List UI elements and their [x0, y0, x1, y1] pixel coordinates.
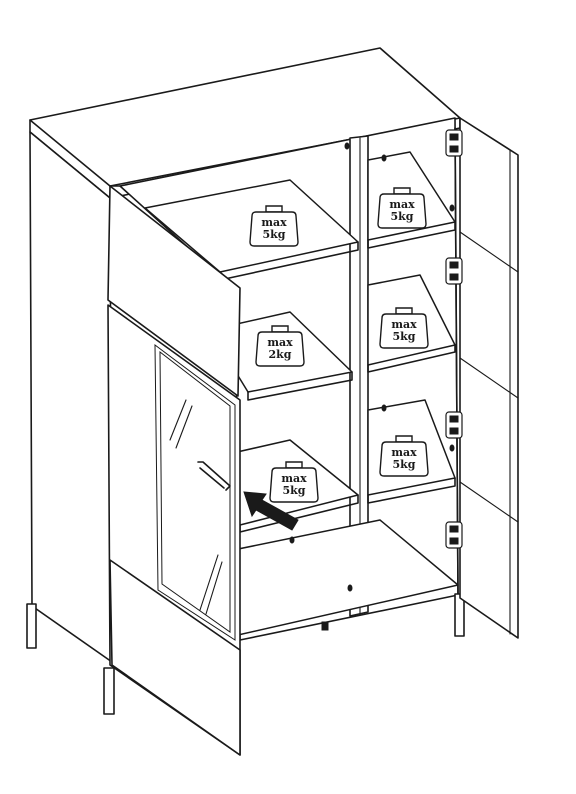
weight-icon-right-middle: max 5kg [379, 307, 429, 349]
weight-label-line1: max [261, 216, 287, 229]
weight-label-line1: max [281, 472, 307, 485]
right-door-seams [459, 231, 519, 523]
right-interior-wall [454, 127, 459, 596]
upper-left-flap-door [107, 185, 241, 397]
left-front-leg [26, 603, 37, 649]
weight-label-line1: max [267, 336, 293, 349]
weight-label-line1: max [391, 446, 417, 459]
shelf-pin-holes [289, 142, 455, 592]
weight-label-line2: 5kg [393, 330, 416, 343]
weight-icon-left-bottom: max 5kg [269, 461, 319, 503]
glass-pane [154, 343, 236, 641]
handle-icon [197, 461, 231, 491]
weight-icon-left-top: max 5kg [249, 205, 299, 247]
weight-label-line1: max [389, 198, 415, 211]
hinge-icon [445, 129, 463, 549]
weight-label-line2: 2kg [269, 348, 292, 361]
weight-label-line2: 5kg [393, 458, 416, 471]
left-side-panel [29, 131, 113, 663]
lower-door-panel [109, 559, 241, 756]
weight-label-line2: 5kg [263, 228, 286, 241]
weight-icon-left-middle: max 2kg [255, 325, 305, 367]
weight-label-line2: 5kg [391, 210, 414, 223]
weight-label-line1: max [391, 318, 417, 331]
weight-icon-right-bottom: max 5kg [379, 435, 429, 477]
arrow-icon [243, 491, 299, 531]
left-back-leg [103, 667, 115, 715]
weight-icon-right-top: max 5kg [377, 187, 427, 229]
weight-label-line2: 5kg [283, 484, 306, 497]
glass-reflection [169, 399, 223, 615]
